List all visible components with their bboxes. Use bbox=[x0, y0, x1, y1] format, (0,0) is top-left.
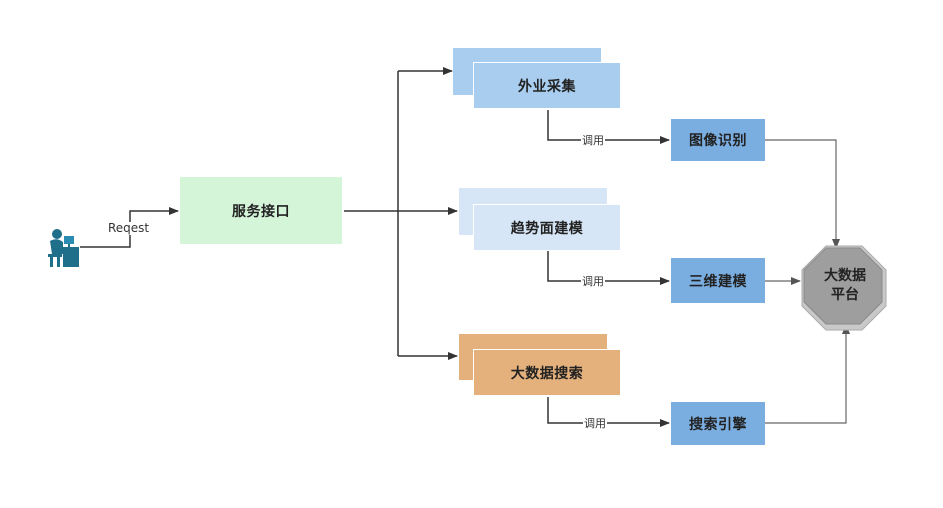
call-label-3: 调用 bbox=[583, 417, 607, 430]
target-2-label: 三维建模 bbox=[689, 273, 747, 290]
branch-3-node[interactable]: 大数据搜索 bbox=[473, 349, 621, 396]
target-2-node[interactable]: 三维建模 bbox=[671, 258, 765, 303]
target-1-node[interactable]: 图像识别 bbox=[671, 119, 765, 161]
service-interface-node[interactable]: 服务接口 bbox=[180, 177, 342, 244]
call-connector-2 bbox=[547, 251, 670, 285]
user-at-desk-icon bbox=[46, 228, 80, 268]
target-1-label: 图像识别 bbox=[689, 133, 747, 149]
call-connector-3 bbox=[547, 397, 670, 427]
platform-connector-3 bbox=[765, 324, 850, 424]
call-connector-1 bbox=[547, 110, 670, 144]
branch-1-node[interactable]: 外业采集 bbox=[473, 62, 621, 109]
call-label-1: 调用 bbox=[581, 134, 605, 147]
platform-label-line2: 平台 bbox=[831, 287, 859, 303]
target-3-node[interactable]: 搜索引擎 bbox=[671, 402, 765, 445]
branch-3-label: 大数据搜索 bbox=[510, 365, 584, 382]
platform-connector-1 bbox=[765, 139, 840, 249]
platform-shape bbox=[803, 247, 883, 325]
platform-node[interactable]: 大数据 平台 bbox=[804, 248, 886, 324]
platform-label-line1: 大数据 bbox=[824, 268, 866, 284]
target-3-label: 搜索引擎 bbox=[689, 416, 747, 433]
call-label-2: 调用 bbox=[581, 275, 605, 288]
request-label: Reqest bbox=[107, 221, 151, 235]
branch-2-node[interactable]: 趋势面建模 bbox=[473, 204, 621, 251]
service-interface-label: 服务接口 bbox=[232, 203, 290, 220]
branch-2-label: 趋势面建模 bbox=[510, 220, 584, 237]
branch-1-label: 外业采集 bbox=[518, 78, 576, 95]
